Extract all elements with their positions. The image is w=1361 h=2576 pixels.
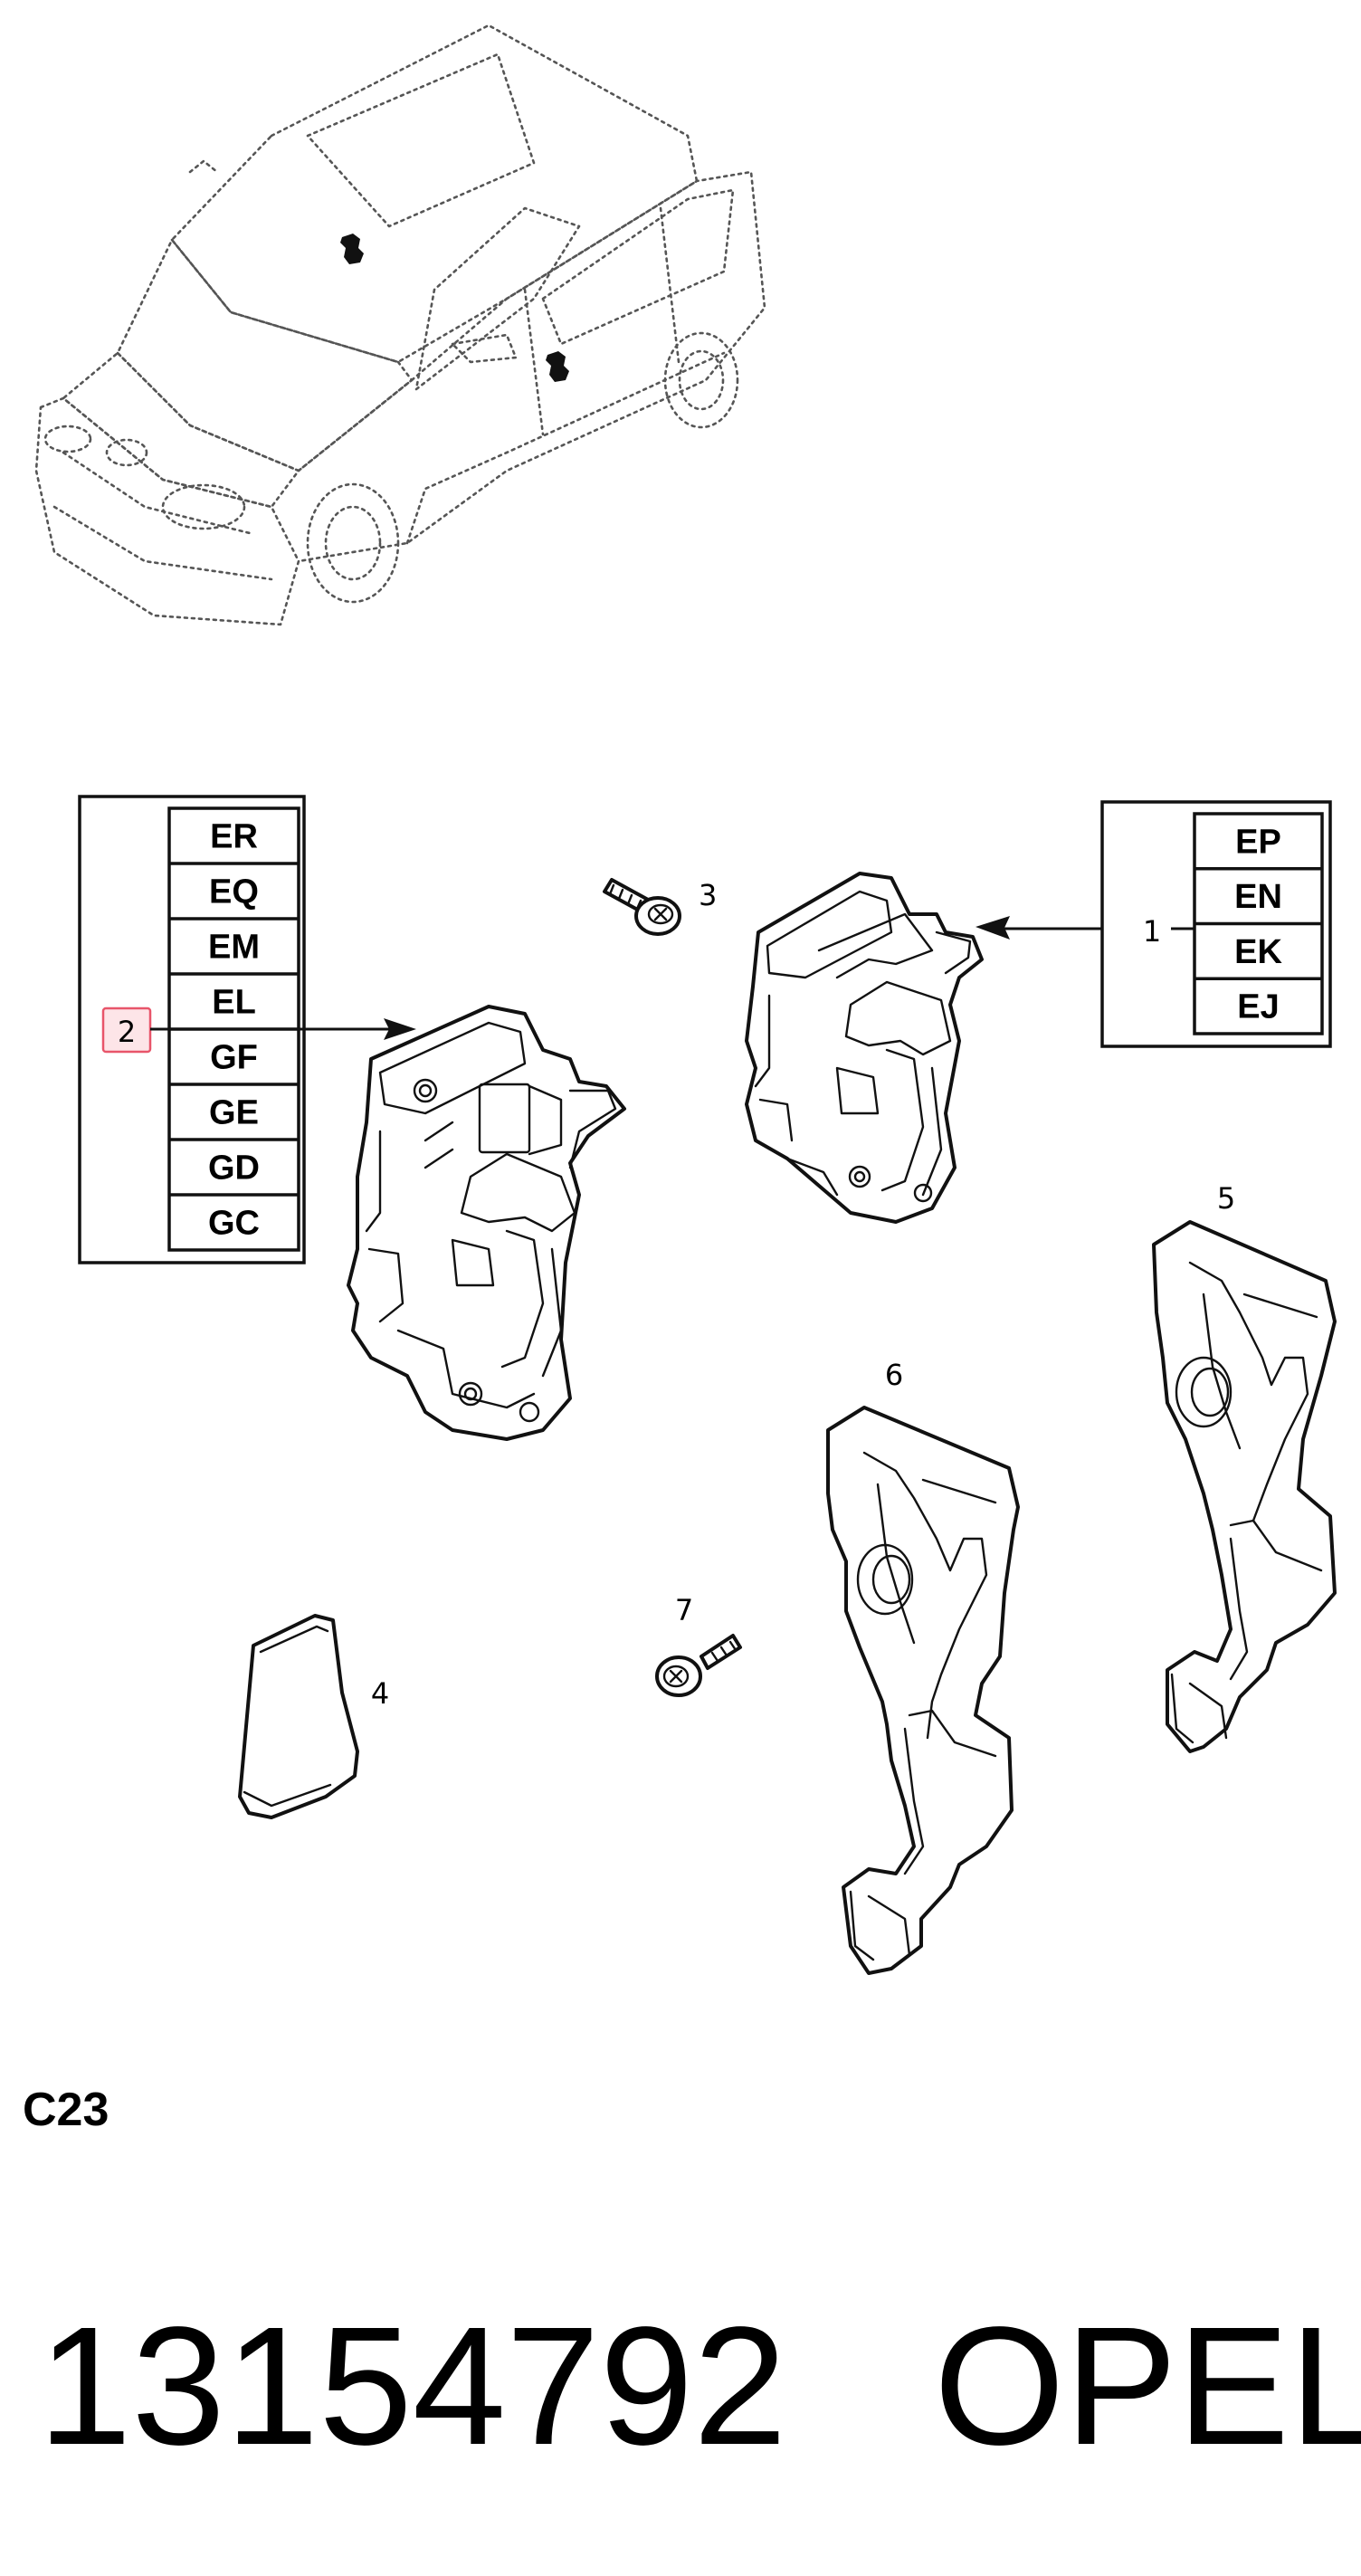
table-right-code-ep: EP	[1235, 823, 1281, 861]
table-left-code-ge: GE	[209, 1094, 259, 1132]
table-right-code-ej: EJ	[1237, 988, 1279, 1026]
part-3-screw[interactable]: 3	[603, 878, 717, 936]
table-right-code-en: EN	[1234, 878, 1282, 916]
callout-5-label: 5	[1217, 1181, 1235, 1216]
callout-4-label: 4	[371, 1676, 389, 1711]
part-1-door-lock-right[interactable]	[745, 872, 984, 1224]
car-overview-illustration	[34, 24, 766, 626]
part-2-door-lock-left[interactable]	[347, 1005, 626, 1441]
callout-7-label: 7	[675, 1593, 693, 1627]
callout-1-arrowhead	[976, 916, 1010, 940]
table-right-code-ek: EK	[1234, 933, 1282, 971]
code-table-right: EP EN EK EJ 1	[976, 800, 1332, 1048]
table-left-code-eq: EQ	[209, 873, 259, 911]
table-left-code-el: EL	[212, 984, 256, 1022]
table-left-code-gc: GC	[208, 1205, 260, 1243]
part-6-bracket[interactable]: 6	[826, 1358, 1020, 1975]
callout-1-label: 1	[1143, 914, 1161, 949]
part-7-screw[interactable]: 7	[655, 1593, 742, 1697]
section-code: C23	[23, 2084, 109, 2136]
table-left-code-em: EM	[208, 929, 260, 967]
brand-name: OPEL	[934, 2293, 1361, 2480]
code-table-left: ER EQ EM EL GF GE GD GC 2	[78, 795, 416, 1264]
table-left-code-gd: GD	[208, 1150, 260, 1188]
callout-3-label: 3	[699, 878, 717, 912]
part-4-cover-cap[interactable]: 4	[238, 1614, 389, 1819]
part-number: 13154792	[38, 2293, 787, 2480]
part-5-bracket[interactable]: 5	[1152, 1181, 1337, 1753]
callout-6-label: 6	[885, 1358, 903, 1392]
table-left-code-er: ER	[210, 818, 258, 856]
callout-2-label: 2	[118, 1015, 136, 1049]
callout-2-arrowhead	[384, 1018, 416, 1040]
table-left-code-gf: GF	[210, 1039, 258, 1077]
